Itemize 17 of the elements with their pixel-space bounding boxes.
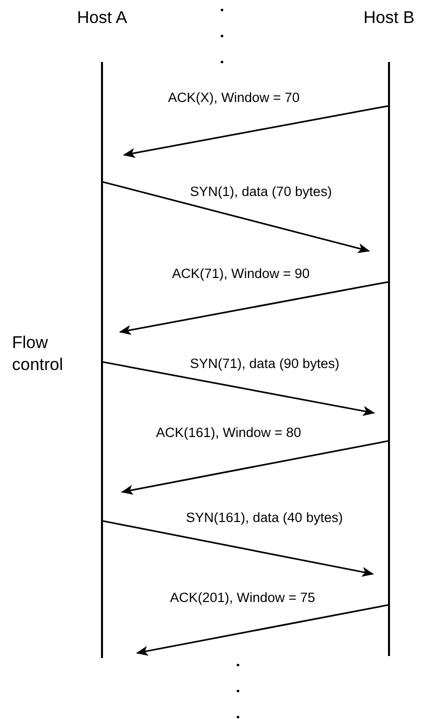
edge-label: ACK(X), Window = 70 bbox=[168, 90, 300, 106]
edge-label: ACK(161), Window = 80 bbox=[156, 425, 302, 441]
edge-label: ACK(201), Window = 75 bbox=[170, 590, 316, 606]
message-arrow bbox=[121, 440, 388, 495]
host-label: Host A bbox=[76, 8, 128, 28]
edge-label: ACK(71), Window = 90 bbox=[172, 266, 310, 282]
message-arrow bbox=[123, 105, 388, 158]
message-arrow bbox=[102, 361, 375, 416]
host-label: Host B bbox=[362, 8, 416, 28]
side-note: Flow control bbox=[12, 332, 64, 376]
message-arrow bbox=[102, 520, 374, 577]
message-arrow bbox=[102, 181, 370, 254]
edge-label: SYN(161), data (40 bytes) bbox=[186, 510, 343, 526]
message-arrow bbox=[136, 604, 388, 656]
edge-label: SYN(1), data (70 bytes) bbox=[190, 184, 332, 200]
message-arrow bbox=[119, 281, 388, 335]
edge-label: SYN(71), data (90 bytes) bbox=[190, 356, 340, 372]
